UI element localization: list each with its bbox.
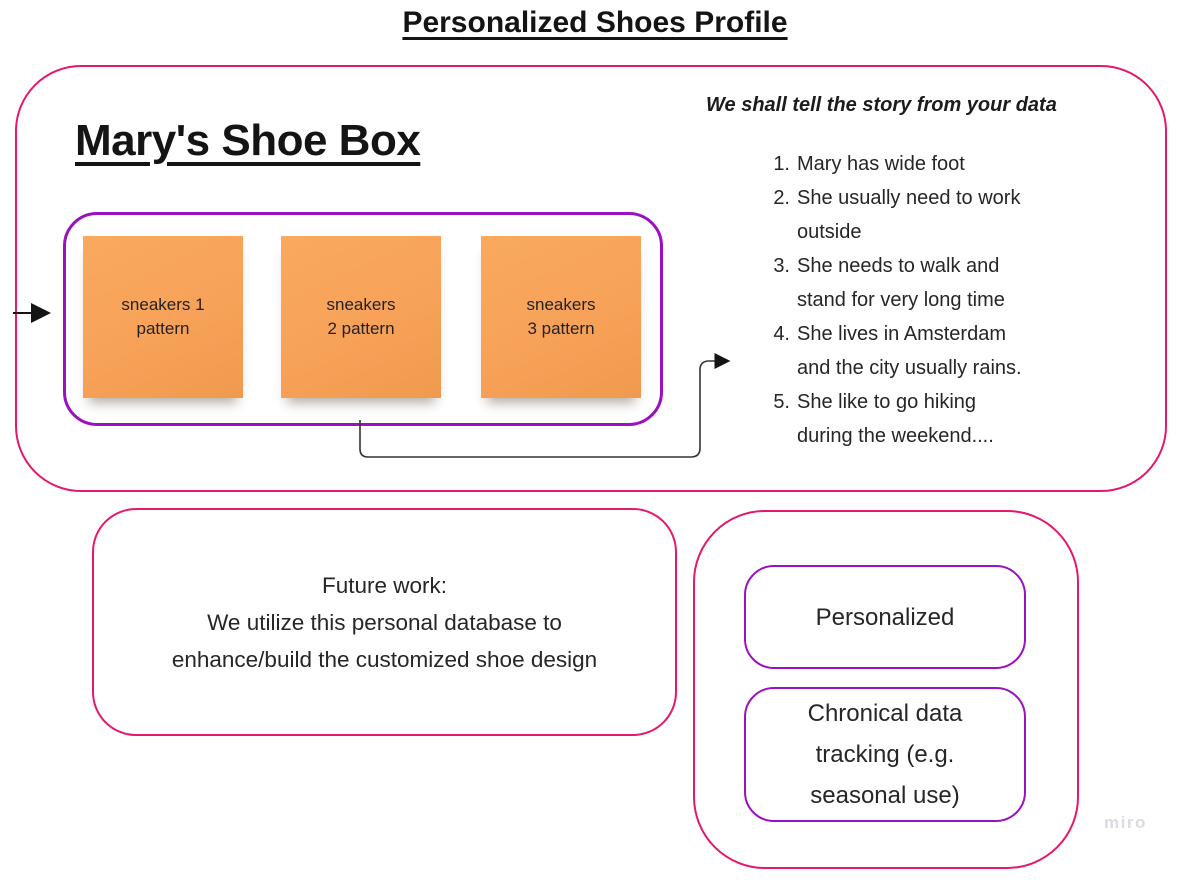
story-item-5: 5. She like to go hiking during the week…: [763, 385, 1125, 453]
story-item-text: She lives in Amsterdam and the city usua…: [797, 323, 1022, 379]
story-item-number: 5.: [773, 391, 790, 413]
story-item-number: 2.: [773, 187, 790, 209]
benefits-box[interactable]: Personalized Chronical data tracking (e.…: [693, 510, 1079, 869]
story-item-text: She like to go hiking during the weekend…: [797, 391, 994, 447]
story-item-text: Mary has wide foot: [797, 153, 965, 175]
sticky-note-sneakers-2[interactable]: sneakers 2 pattern: [281, 236, 441, 398]
sticky-note-sneakers-1[interactable]: sneakers 1 pattern: [83, 236, 243, 398]
story-item-number: 4.: [773, 323, 790, 345]
shoe-box-frame[interactable]: [15, 65, 1167, 492]
miro-watermark: miro: [1104, 813, 1147, 832]
page-title: Personalized Shoes Profile: [402, 6, 788, 39]
sticky-note-sneakers-3[interactable]: sneakers 3 pattern: [481, 236, 641, 398]
shoe-box-heading: Mary's Shoe Box: [75, 116, 421, 165]
story-item-number: 1.: [773, 153, 790, 175]
sticky-notes-container[interactable]: sneakers 1 pattern sneakers 2 pattern sn…: [63, 212, 663, 426]
future-work-box[interactable]: Future work: We utilize this personal da…: [92, 508, 677, 736]
story-item-number: 3.: [773, 255, 790, 277]
story-item-2: 2. She usually need to work outside: [763, 181, 1125, 249]
chronical-data-box[interactable]: Chronical data tracking (e.g. seasonal u…: [744, 687, 1026, 822]
story-item-4: 4. She lives in Amsterdam and the city u…: [763, 317, 1125, 385]
story-list: 1. Mary has wide foot 2. She usually nee…: [763, 147, 1125, 453]
future-work-text: Future work: We utilize this personal da…: [171, 572, 598, 672]
story-item-text: She needs to walk and stand for very lon…: [797, 255, 1005, 311]
story-item-1: 1. Mary has wide foot: [763, 147, 1125, 181]
story-heading: We shall tell the story from your data: [706, 94, 1057, 116]
story-item-text: She usually need to work outside: [797, 187, 1021, 243]
story-item-3: 3. She needs to walk and stand for very …: [763, 249, 1125, 317]
personalized-box[interactable]: Personalized: [744, 565, 1026, 669]
